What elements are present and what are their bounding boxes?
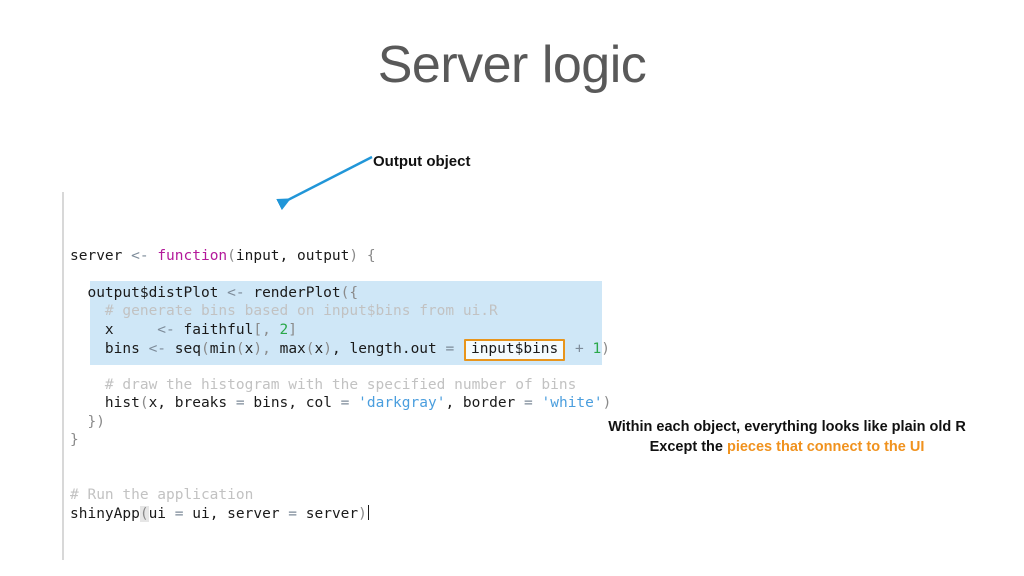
code-token: ): [323, 341, 332, 358]
code-token: ui, server: [192, 505, 289, 522]
code-token: faithful: [183, 321, 254, 338]
caption-line-1: Within each object, everything looks lik…: [608, 419, 966, 435]
code-token: =: [235, 395, 254, 412]
code-token: bins: [70, 341, 149, 358]
caption-line-2: Except the pieces that connect to the UI: [572, 437, 1002, 457]
code-token: <-: [227, 285, 254, 301]
code-token: x, breaks: [148, 395, 236, 412]
code-token: server: [305, 505, 359, 522]
code-token: =: [174, 505, 193, 522]
code-token: (: [305, 341, 315, 358]
code-token: (: [227, 248, 236, 265]
code-token: (: [200, 341, 210, 358]
code-block[interactable]: server <- function(input, output) { outp…: [62, 192, 622, 560]
code-token: ): [349, 248, 359, 265]
code-token: x: [70, 321, 149, 338]
code-line: # generate bins based on input$bins from…: [70, 302, 622, 320]
code-token: [,: [253, 321, 280, 338]
code-token: shinyApp: [70, 505, 140, 522]
code-token: , length.out: [332, 341, 446, 358]
code-token: {: [358, 248, 376, 265]
code-token: (: [235, 341, 245, 358]
code-token: =: [445, 341, 463, 358]
code-line: server <- function(input, output) {: [70, 247, 622, 265]
code-line: [70, 358, 622, 376]
code-token: x: [244, 341, 254, 358]
code-line: # draw the histogram with the specified …: [70, 376, 622, 394]
caption-block: Within each object, everything looks lik…: [572, 417, 1002, 457]
code-token: }: [70, 432, 79, 449]
caption-line-2-accent: pieces that connect to the UI: [726, 439, 925, 455]
code-token: }): [70, 413, 105, 430]
code-token: =: [524, 395, 542, 412]
code-token: hist: [70, 395, 140, 412]
code-line: bins <- seq(min(x), max(x), length.out =…: [70, 339, 622, 362]
code-token: # draw the histogram with the specified …: [70, 376, 577, 393]
code-line: hist(x, breaks = bins, col = 'darkgray',…: [70, 394, 622, 412]
code-token: renderPlot: [253, 285, 341, 301]
code-token: seq: [174, 341, 201, 358]
code-token: # Run the application: [70, 487, 254, 504]
code-line: [70, 468, 622, 486]
code-lines: server <- function(input, output) { outp…: [70, 247, 622, 523]
code-token: ({: [340, 285, 359, 301]
code-line: x <- faithful[, 2]: [70, 321, 622, 339]
code-token: input, output: [235, 248, 350, 265]
caption-line-2-prefix: Except the: [649, 439, 727, 455]
code-line: [70, 450, 622, 468]
code-line: }): [70, 413, 622, 431]
code-line: output$distPlot <- renderPlot({: [70, 284, 622, 302]
code-line: shinyApp(ui = ui, server = server): [70, 504, 622, 523]
code-token: 'darkgray': [358, 395, 446, 412]
code-token: =: [288, 505, 306, 522]
code-token: (: [139, 505, 149, 522]
code-token: server: [70, 248, 132, 265]
code-line: [70, 266, 622, 284]
code-token: <-: [131, 248, 158, 265]
code-token: ): [358, 505, 367, 522]
code-token: <-: [148, 321, 184, 338]
code-token: bins, col: [253, 395, 341, 412]
code-token: ,: [262, 341, 280, 358]
code-token: min: [209, 341, 236, 358]
code-token: ): [602, 395, 612, 412]
code-token: output$distPlot: [70, 285, 228, 301]
code-token: , border: [445, 395, 525, 412]
code-token: +: [566, 341, 593, 358]
code-token: (: [139, 395, 149, 412]
code-token: max: [279, 341, 306, 358]
callout-box-input-bins: input$bins: [463, 339, 566, 362]
code-token: <-: [148, 341, 175, 358]
page-title: Server logic: [377, 36, 647, 94]
code-token: 'white': [541, 395, 603, 412]
code-line: # Run the application: [70, 486, 622, 504]
code-token: ): [253, 341, 263, 358]
code-token: 2: [279, 321, 289, 338]
code-token: ui: [148, 505, 175, 522]
code-token: 1: [592, 341, 602, 358]
code-token: x: [314, 341, 324, 358]
text-caret: [367, 504, 370, 520]
code-line: }: [70, 431, 622, 449]
code-token: # generate bins based on input$bins from…: [70, 303, 498, 320]
code-token: ): [601, 341, 610, 358]
code-token: ]: [288, 321, 298, 338]
output-object-label: Output object: [373, 153, 471, 170]
code-token: function: [157, 248, 228, 265]
code-token: =: [340, 395, 359, 412]
